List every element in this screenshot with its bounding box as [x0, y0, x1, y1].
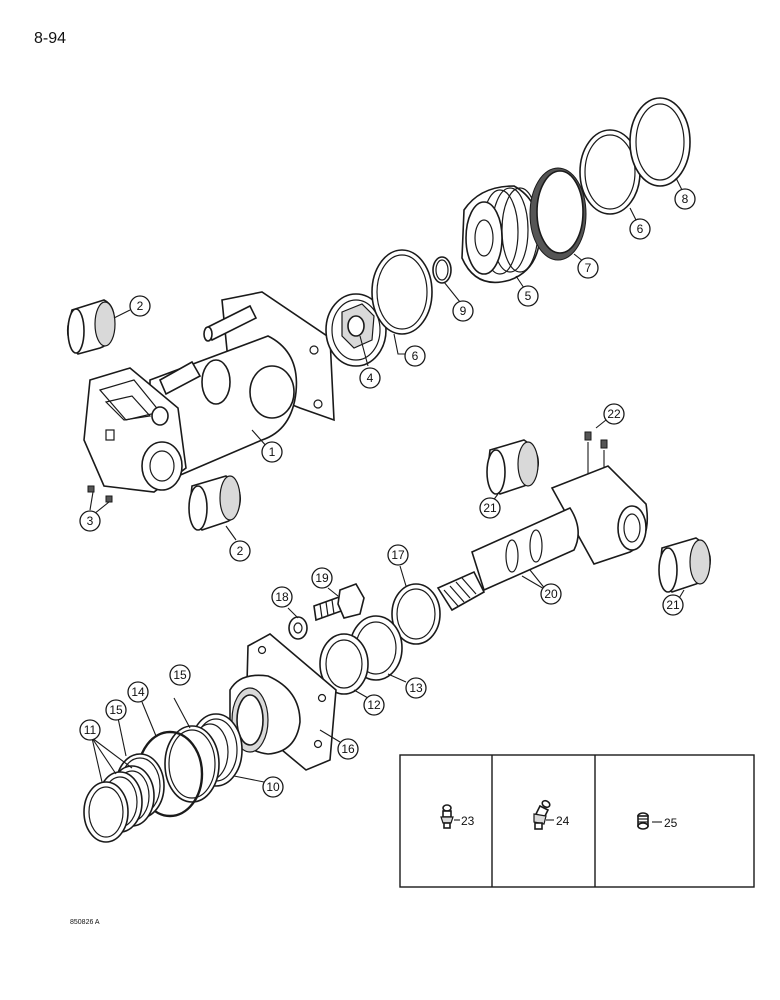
svg-text:20: 20	[544, 587, 558, 601]
svg-text:18: 18	[275, 590, 289, 604]
bushing-lower	[188, 475, 242, 531]
svg-text:6: 6	[637, 222, 644, 236]
svg-text:2: 2	[237, 544, 244, 558]
page-number: 8-94	[34, 30, 67, 47]
svg-text:6: 6	[412, 349, 419, 363]
svg-text:19: 19	[315, 571, 329, 585]
svg-text:17: 17	[391, 548, 405, 562]
callout-1: 1	[261, 441, 283, 463]
nut-with-washer	[325, 293, 387, 367]
callout-9: 9	[452, 300, 474, 322]
callout-12: 12	[363, 694, 385, 716]
seal-set-11	[83, 765, 155, 843]
callout-3: 3	[79, 510, 101, 532]
bushing-21-lower	[658, 537, 712, 593]
grease-fittings	[87, 485, 113, 503]
svg-text:8: 8	[682, 192, 689, 206]
callout-18: 18	[271, 586, 293, 608]
svg-text:12: 12	[367, 698, 381, 712]
svg-text:13: 13	[409, 681, 423, 695]
bushing-upper	[66, 299, 116, 355]
svg-text:10: 10	[266, 780, 280, 794]
svg-text:1: 1	[269, 445, 276, 459]
callout-21-lower: 21	[662, 594, 684, 616]
plug-fitting-icon	[637, 812, 649, 830]
svg-text:3: 3	[87, 514, 94, 528]
svg-text:5: 5	[525, 289, 532, 303]
cylinder-barrel	[83, 291, 335, 493]
svg-text:21: 21	[483, 501, 497, 515]
wear-ring-7	[529, 167, 587, 261]
callout-4: 4	[359, 367, 381, 389]
grease-fitting-angled-icon	[533, 799, 551, 830]
o-ring-9	[432, 256, 452, 284]
svg-text:21: 21	[666, 598, 680, 612]
bushing-21-upper	[486, 439, 540, 495]
svg-text:14: 14	[131, 685, 145, 699]
callout-17: 17	[387, 544, 409, 566]
washer-18	[288, 616, 308, 640]
fittings-inset: 23 24 25	[399, 754, 755, 888]
piston-rod	[436, 465, 649, 612]
svg-text:11: 11	[84, 723, 97, 737]
callout-14: 14	[127, 681, 149, 703]
callout-15-left: 15	[105, 699, 127, 721]
figure-code: 850826 A	[70, 919, 100, 926]
inset-label-23: 23	[461, 814, 475, 828]
callout-21-upper: 21	[479, 497, 501, 519]
svg-text:7: 7	[585, 261, 592, 275]
callout-6-right: 6	[629, 218, 651, 240]
gland-16	[229, 633, 337, 771]
callout-7: 7	[577, 257, 599, 279]
callout-2-lower: 2	[229, 540, 251, 562]
callout-19: 19	[311, 567, 333, 589]
backup-ring-15	[164, 725, 220, 803]
svg-text:9: 9	[460, 304, 467, 318]
piston	[461, 185, 541, 284]
callout-5: 5	[517, 285, 539, 307]
bolt-19	[313, 583, 365, 622]
callout-8: 8	[674, 188, 696, 210]
svg-text:22: 22	[607, 407, 621, 421]
grease-fitting-straight-icon	[440, 804, 454, 829]
seal-ring-6a	[371, 249, 433, 335]
seal-ring-8	[629, 97, 691, 187]
svg-text:16: 16	[341, 742, 355, 756]
callout-16: 16	[337, 738, 359, 760]
inset-label-25: 25	[664, 816, 678, 830]
callout-20: 20	[540, 583, 562, 605]
svg-text:15: 15	[109, 703, 123, 717]
svg-text:15: 15	[173, 668, 187, 682]
callout-10: 10	[262, 776, 284, 798]
callout-6-left: 6	[404, 345, 426, 367]
callout-11: 11	[79, 719, 101, 741]
callout-22: 22	[603, 403, 625, 425]
svg-text:2: 2	[137, 299, 144, 313]
seal-ring-17	[391, 583, 441, 645]
seal-ring-12	[319, 633, 369, 695]
callout-2-upper: 2	[129, 295, 151, 317]
inset-label-24: 24	[556, 814, 570, 828]
svg-text:4: 4	[367, 371, 374, 385]
callout-15-right: 15	[169, 664, 191, 686]
callout-13: 13	[405, 677, 427, 699]
